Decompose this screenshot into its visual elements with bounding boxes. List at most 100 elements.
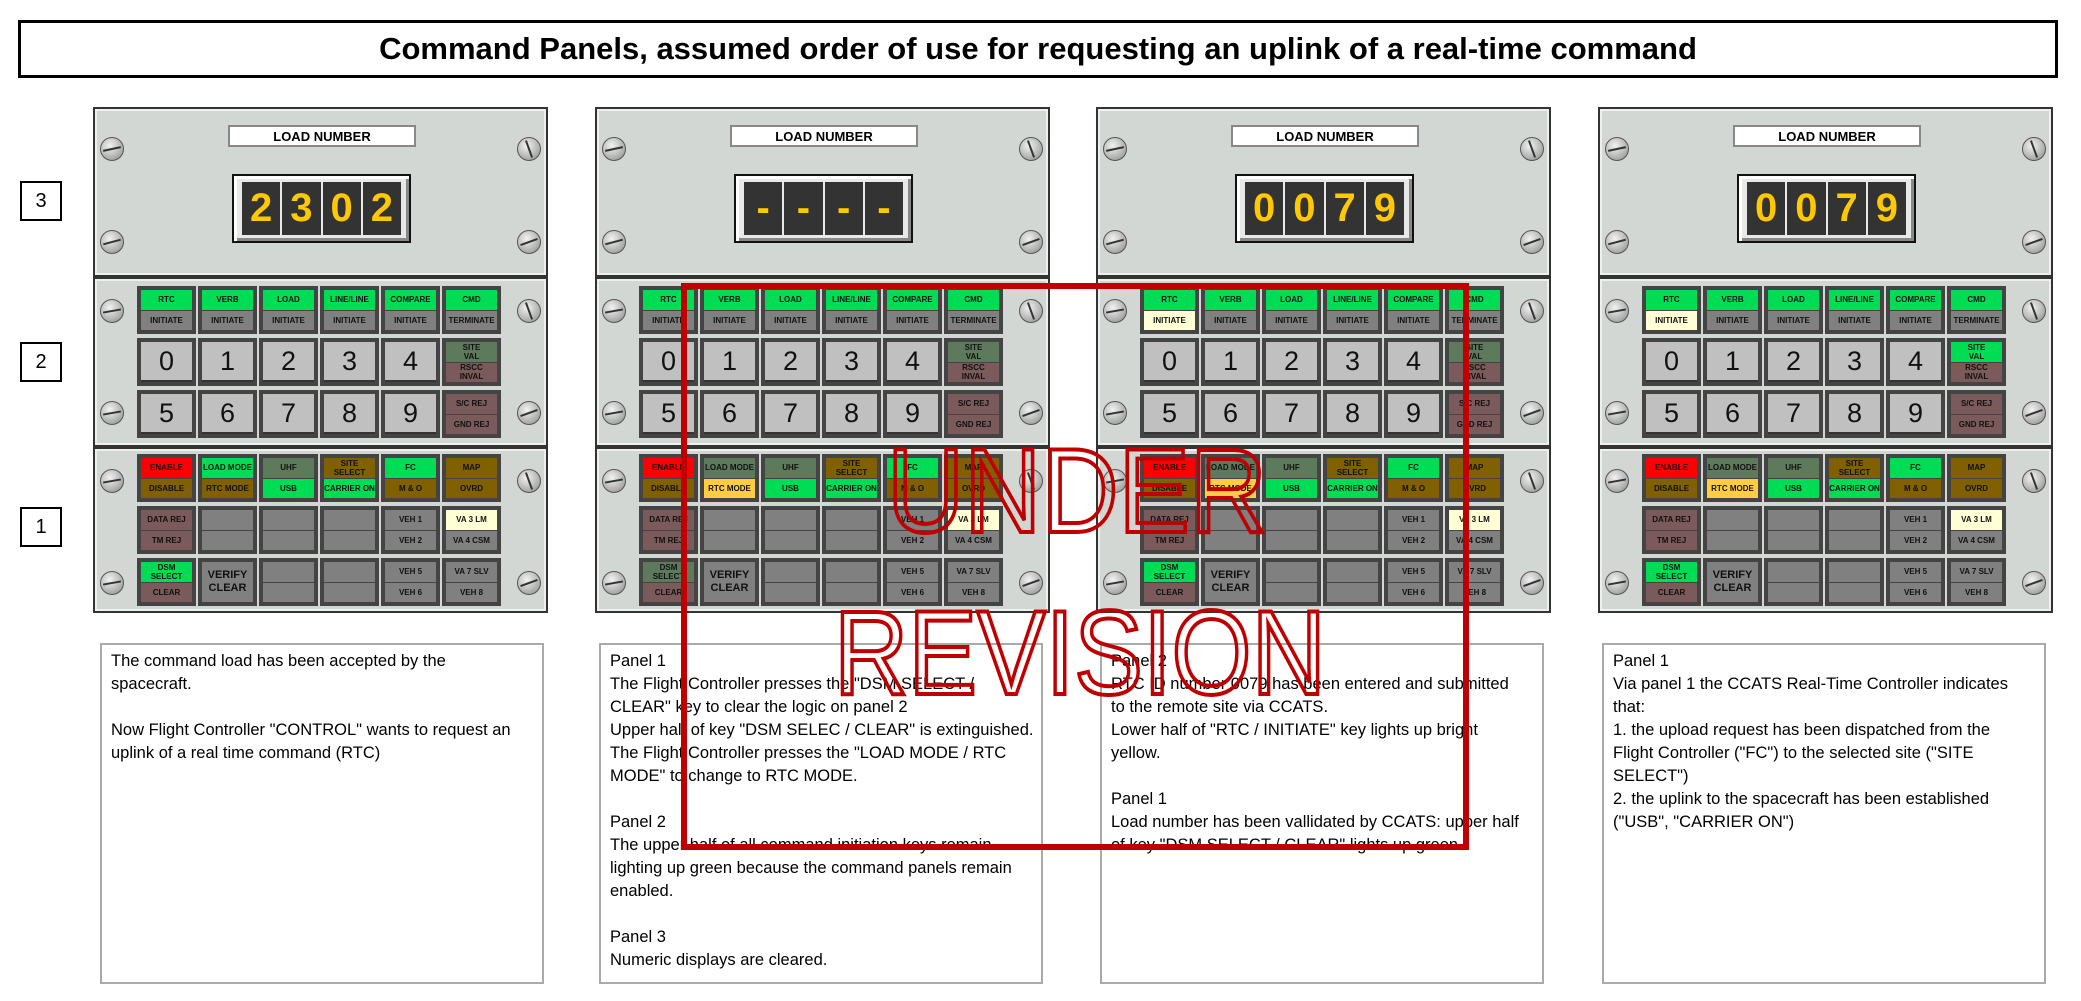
panel1-key-blank[interactable] bbox=[761, 558, 820, 606]
panel2-key-1[interactable]: 1 bbox=[1201, 338, 1260, 386]
panel2-key-6[interactable]: 6 bbox=[1703, 390, 1762, 438]
panel2-key-7[interactable]: 7 bbox=[761, 390, 820, 438]
panel1-key-blank[interactable] bbox=[320, 558, 379, 606]
panel2-key-7[interactable]: 7 bbox=[1764, 390, 1823, 438]
panel2-key-5[interactable]: 5 bbox=[1140, 390, 1199, 438]
panel2-key-6[interactable]: 6 bbox=[700, 390, 759, 438]
panel2-key-3[interactable]: 3 bbox=[320, 338, 379, 386]
panel1-key-blank[interactable] bbox=[1262, 558, 1321, 606]
panel1-key-blank[interactable] bbox=[1825, 506, 1884, 554]
panel2-key-6[interactable]: 6 bbox=[198, 390, 257, 438]
panel2-key-3[interactable]: 3 bbox=[1323, 338, 1382, 386]
panel2-key-0[interactable]: 0 bbox=[1642, 338, 1701, 386]
panel1-key-blank[interactable] bbox=[822, 558, 881, 606]
panel2-key-1[interactable]: 1 bbox=[198, 338, 257, 386]
panel1-key-blank[interactable] bbox=[822, 506, 881, 554]
panel1-key-blank[interactable] bbox=[198, 506, 257, 554]
panel2-key-2[interactable]: 2 bbox=[1764, 338, 1823, 386]
panel2-key-9[interactable]: 9 bbox=[1384, 390, 1443, 438]
panel2-key-4[interactable]: 4 bbox=[883, 338, 942, 386]
panel2-key-7[interactable]: 7 bbox=[259, 390, 318, 438]
panel2-key-2[interactable]: 2 bbox=[1262, 338, 1321, 386]
panel2-key-0[interactable]: 0 bbox=[639, 338, 698, 386]
panel2-key-1[interactable]: 1 bbox=[1703, 338, 1762, 386]
panel1-key-blank[interactable] bbox=[259, 558, 318, 606]
panel2-key-0[interactable]: 0 bbox=[1140, 338, 1199, 386]
panel2-key-4[interactable]: 4 bbox=[1384, 338, 1443, 386]
panel1-key-blank[interactable] bbox=[1764, 558, 1823, 606]
panel1-key-blank[interactable] bbox=[1703, 506, 1762, 554]
panel1-key-blank[interactable] bbox=[1323, 558, 1382, 606]
panel2-key-5[interactable]: 5 bbox=[1642, 390, 1701, 438]
panel1-key-blank[interactable] bbox=[700, 506, 759, 554]
panel2-key-8[interactable]: 8 bbox=[320, 390, 379, 438]
panel2-key-5[interactable]: 5 bbox=[639, 390, 698, 438]
panel2-key-9[interactable]: 9 bbox=[883, 390, 942, 438]
panel2-key-8[interactable]: 8 bbox=[822, 390, 881, 438]
panel1-key-blank[interactable] bbox=[761, 506, 820, 554]
panel1-key-verify-clear[interactable]: VERIFY CLEAR bbox=[1703, 558, 1762, 606]
panel1-key-blank[interactable] bbox=[1825, 558, 1884, 606]
panel1-key-verify-clear[interactable]: VERIFY CLEAR bbox=[198, 558, 257, 606]
panel2-key-6[interactable]: 6 bbox=[1201, 390, 1260, 438]
panel2-key-3[interactable]: 3 bbox=[822, 338, 881, 386]
panel1-key-blank[interactable] bbox=[1201, 506, 1260, 554]
panel2-key-8[interactable]: 8 bbox=[1323, 390, 1382, 438]
panel2-key-4[interactable]: 4 bbox=[381, 338, 440, 386]
panel1-key-blank[interactable] bbox=[1262, 506, 1321, 554]
